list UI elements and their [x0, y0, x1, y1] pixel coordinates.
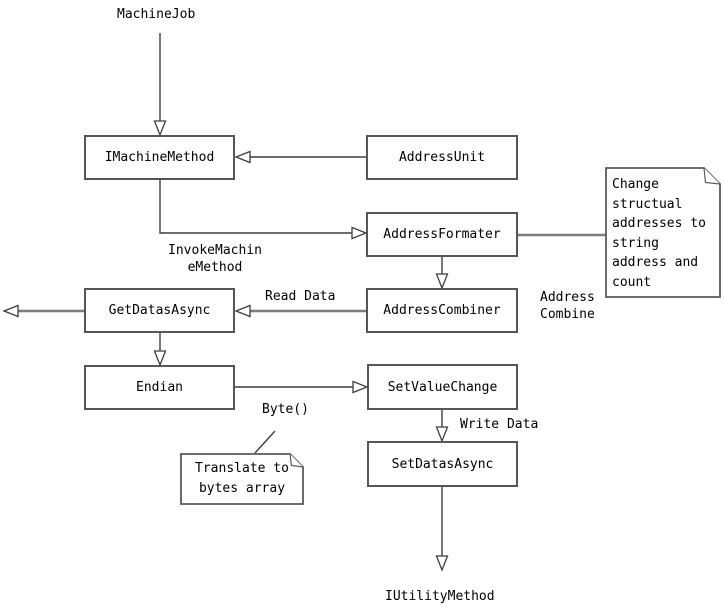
node-addressformater-label: AddressFormater [383, 227, 501, 242]
connector-addressunit-to-imachinemethod [234, 150, 366, 164]
node-getdatasasync: GetDatasAsync [84, 288, 235, 333]
node-addressunit-label: AddressUnit [398, 150, 486, 165]
node-addresscombiner-label: AddressCombiner [383, 303, 501, 318]
node-getdatasasync-label: GetDatasAsync [108, 303, 211, 318]
node-setdatasasync-label: SetDatasAsync [391, 456, 494, 472]
connector-machinejob-to-imachinemethod [153, 33, 167, 137]
invoke-machine-method-label: InvokeMachin eMethod [168, 243, 262, 275]
node-imachinemethod: IMachineMethod [84, 135, 235, 180]
connector-imachinemethod-to-addressformater [159, 180, 368, 240]
connector-setdatasasync-to-iutilitymethod [435, 487, 449, 572]
translate-note-text: Translate to bytes array [195, 461, 289, 496]
change-note-shape [605, 167, 721, 298]
translate-note-shape [180, 453, 304, 505]
connector-addressformater-to-addresscombiner [435, 257, 449, 290]
node-setdatasasync: SetDatasAsync [367, 441, 518, 487]
node-imachinemethod-label: IMachineMethod [104, 150, 215, 165]
connector-getdatasasync-to-endian [153, 333, 167, 367]
read-data-label: Read Data [265, 289, 336, 304]
change-note-text: Change structual addresses to string add… [612, 177, 706, 290]
byte-label: Byte() [262, 402, 309, 417]
node-addresscombiner: AddressCombiner [366, 288, 518, 333]
node-endian: Endian [84, 365, 235, 410]
machinejob-label: MachineJob [117, 7, 196, 22]
node-setvaluechange: SetValueChange [367, 364, 518, 410]
iutilitymethod-label: IUtilityMethod [385, 589, 495, 604]
node-addressunit: AddressUnit [366, 135, 518, 180]
connector-setvaluechange-to-setdatasasync [435, 410, 449, 443]
connector-endian-to-setvaluechange [235, 380, 369, 394]
node-setvaluechange-label: SetValueChange [387, 379, 498, 395]
node-endian-label: Endian [136, 380, 183, 395]
address-combine-label: Address Combine [540, 290, 595, 322]
connector-getdatasasync-to-left-edge [2, 304, 84, 318]
connector-translate-note-to-byte [254, 430, 276, 454]
connector-addresscombiner-to-getdatasasync [234, 304, 366, 318]
write-data-label: Write Data [460, 417, 539, 432]
node-addressformater: AddressFormater [366, 212, 518, 257]
